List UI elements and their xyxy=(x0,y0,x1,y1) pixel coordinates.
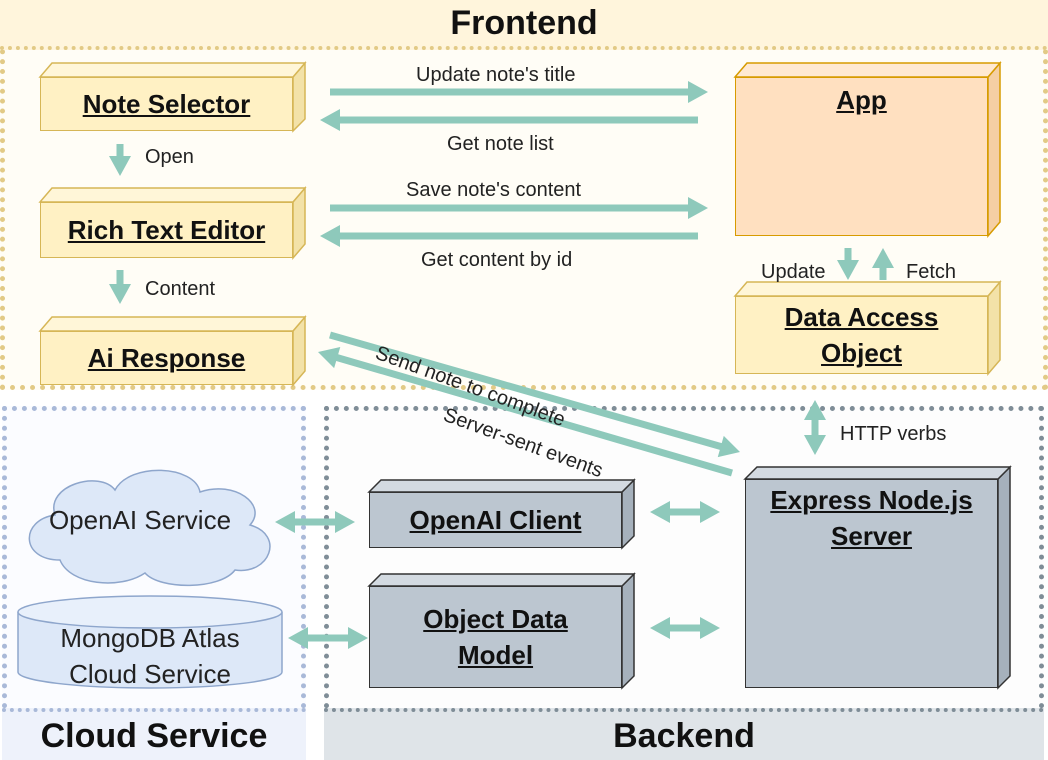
arrow-update-title xyxy=(330,81,708,103)
mongodb-label: MongoDB Atlas Cloud Service xyxy=(60,623,240,689)
open-label: Open xyxy=(145,146,194,168)
arrow-odm-server xyxy=(650,617,720,639)
frontend-title: Frontend xyxy=(0,0,1048,50)
cloud-service-title: Cloud Service xyxy=(2,708,306,760)
update-title-label: Update note's title xyxy=(416,64,576,86)
rich-text-editor-node[interactable]: Rich Text Editor xyxy=(40,202,293,258)
arrow-get-content xyxy=(320,225,698,247)
fetch-label: Fetch xyxy=(906,261,957,283)
cloud-shape xyxy=(28,469,271,587)
note-selector-node[interactable]: Note Selector xyxy=(40,77,293,131)
get-content-label: Get content by id xyxy=(421,249,573,271)
arrow-send-note xyxy=(329,331,740,458)
arrow-fetch xyxy=(872,248,894,280)
arrow-update xyxy=(837,248,859,280)
arrow-openai-client-server xyxy=(650,501,720,523)
arrow-get-note-list xyxy=(320,109,698,131)
arrow-open xyxy=(109,144,131,176)
arrow-openai-service-client xyxy=(275,511,355,533)
database-shape xyxy=(17,612,283,689)
object-data-model-node[interactable]: Object Data Model xyxy=(369,586,622,688)
arrow-mongodb-odm xyxy=(288,627,368,649)
backend-title: Backend xyxy=(324,708,1044,760)
get-note-list-label: Get note list xyxy=(447,133,554,155)
openai-service-label: OpenAI Service xyxy=(48,505,232,535)
app-node[interactable]: App xyxy=(735,77,988,236)
arrow-sse xyxy=(318,347,733,477)
express-server-node[interactable]: Express Node.js Server xyxy=(745,479,998,688)
data-access-object-node[interactable]: Data Access Object xyxy=(735,296,988,374)
arrow-content xyxy=(109,270,131,304)
save-content-label: Save note's content xyxy=(406,179,582,201)
content-label: Content xyxy=(145,278,216,300)
http-verbs-label: HTTP verbs xyxy=(840,423,947,445)
arrow-save-content xyxy=(330,197,708,219)
openai-client-node[interactable]: OpenAI Client xyxy=(369,492,622,548)
ai-response-node[interactable]: Ai Response xyxy=(40,331,293,385)
cloud-service-group xyxy=(2,406,306,758)
update-label: Update xyxy=(761,261,826,283)
arrow-http-verbs xyxy=(804,400,826,455)
